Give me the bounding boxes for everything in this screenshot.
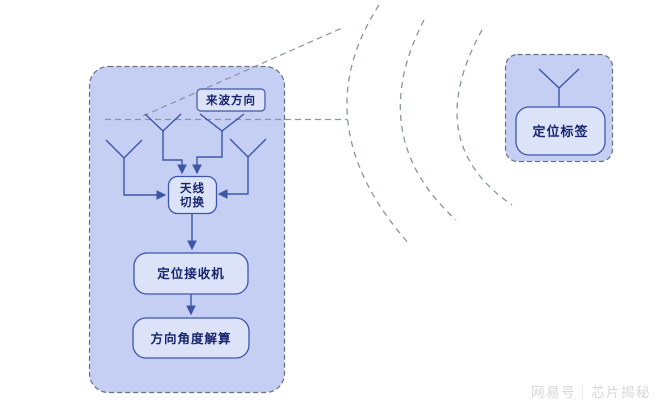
- positioning-receiver-box: [133, 252, 249, 295]
- anchor-station-panel: [88, 65, 286, 394]
- positioning-tag-box: [515, 106, 606, 156]
- angle-solver-label: 方向角度解算: [150, 331, 231, 346]
- watermark-text: 网易号｜芯片揭秘: [531, 385, 651, 400]
- antenna-switch-label-line1: 天线: [180, 181, 205, 195]
- incoming-wave-direction-label: 来波方向: [205, 93, 256, 107]
- antenna-switch-label-line2: 切换: [180, 195, 205, 209]
- radio-wave-arc-middle: [399, 19, 457, 221]
- radio-wave-arc-inner: [456, 29, 513, 206]
- positioning-receiver-label: 定位接收机: [156, 266, 225, 281]
- angle-solver-box: [132, 317, 250, 359]
- feed-line-mid-left: [162, 131, 187, 175]
- aoa-diagonal-dashed-line: [142, 27, 343, 117]
- feed-line-outer-left: [123, 158, 167, 200]
- feed-line-mid-right: [192, 131, 223, 175]
- positioning-tag-label: 定位标签: [531, 124, 588, 139]
- radio-wave-arc-outer: [346, 4, 411, 246]
- incoming-wave-direction-box: [196, 88, 266, 112]
- feed-line-outer-right: [217, 157, 249, 199]
